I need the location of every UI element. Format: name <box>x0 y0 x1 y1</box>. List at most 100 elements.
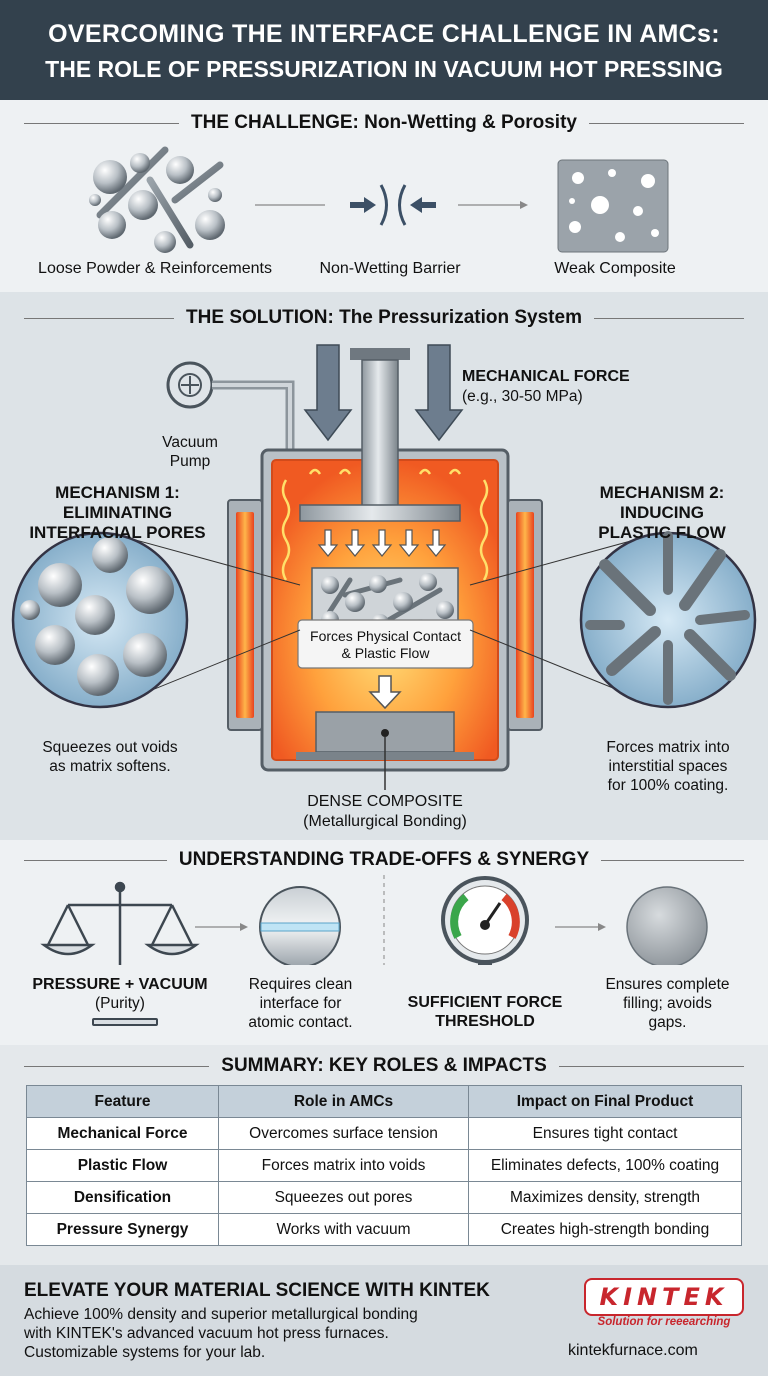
pressure-vacuum-label: PRESSURE + VACUUM (Purity) <box>20 975 220 1013</box>
table-header-row: Feature Role in AMCs Impact on Final Pro… <box>26 1085 742 1118</box>
table-cell: Densification <box>26 1181 219 1214</box>
table-cell: Works with vacuum <box>218 1213 469 1246</box>
center-box-label: Forces Physical Contact & Plastic Flow <box>298 628 473 662</box>
clean-interface-caption-1: Requires clean <box>248 976 353 993</box>
table-row: Pressure Synergy Works with vacuum Creat… <box>26 1213 742 1246</box>
page-title-line1: OVERCOMING THE INTERFACE CHALLENGE IN AM… <box>48 20 720 48</box>
complete-filling-caption: Ensures complete filling; avoids gaps. <box>585 975 750 1032</box>
table-row: Plastic Flow Forces matrix into voids El… <box>26 1149 742 1182</box>
table-row: Mechanical Force Overcomes surface tensi… <box>26 1117 742 1150</box>
force-threshold-label-1: SUFFICIENT FORCE <box>407 994 563 1011</box>
weak-composite-icon <box>557 159 669 253</box>
mechanism-1-title-2: ELIMINATING <box>62 503 173 522</box>
mechanism-2-caption-2: interstitial spaces <box>608 758 728 775</box>
table-header-cell: Impact on Final Product <box>468 1085 742 1118</box>
kintek-logo-text: KINTEK <box>599 1283 729 1311</box>
table-header-cell: Role in AMCs <box>218 1085 469 1118</box>
center-label-box <box>297 619 474 669</box>
loose-powder-icon <box>89 146 225 253</box>
challenge-section-title: THE CHALLENGE: Non-Wetting & Porosity <box>24 108 744 138</box>
vacuum-pump-label-2: Pump <box>169 453 211 470</box>
dense-composite-label-2: (Metallurgical Bonding) <box>303 813 467 830</box>
dense-grain-icon <box>626 886 708 965</box>
table-cell: Eliminates defects, 100% coating <box>468 1149 742 1182</box>
vacuum-pump-label-1: Vacuum <box>162 434 218 451</box>
mechanism-2-caption-1: Forces matrix into <box>606 739 730 756</box>
mechanism-2-title-2: INDUCING <box>619 503 705 522</box>
mechanism-2-title: MECHANISM 2: INDUCING PLASTIC FLOW <box>572 483 752 543</box>
complete-filling-caption-2: filling; avoids <box>623 995 712 1012</box>
mechanism-1-caption: Squeezes out voids as matrix softens. <box>20 738 200 776</box>
table-cell: Mechanical Force <box>26 1117 219 1150</box>
footer-title: ELEVATE YOUR MATERIAL SCIENCE WITH KINTE… <box>24 1280 490 1301</box>
table-cell: Creates high-strength bonding <box>468 1213 742 1246</box>
challenge-illustrations <box>89 146 669 253</box>
table-row: Densification Squeezes out pores Maximiz… <box>26 1181 742 1214</box>
footer-body: Achieve 100% density and superior metall… <box>24 1305 494 1362</box>
clean-interface-caption: Requires clean interface for atomic cont… <box>228 975 373 1032</box>
clean-interface-caption-2: interface for <box>259 995 342 1012</box>
pressure-vacuum-label-2: (Purity) <box>95 995 145 1012</box>
kintek-logo[interactable]: KINTEK <box>584 1278 744 1316</box>
vacuum-pump-label: Vacuum Pump <box>150 433 230 471</box>
furnace-diagram <box>11 344 757 790</box>
mechanism-1-caption-1: Squeezes out voids <box>42 739 178 756</box>
mechanism-2-title-3: PLASTIC FLOW <box>598 523 726 542</box>
mechanical-force-label: MECHANICAL FORCE <box>462 368 630 385</box>
mechanism-2-caption: Forces matrix into interstitial spaces f… <box>578 738 758 795</box>
mechanism-1-title-3: INTERFACIAL PORES <box>29 523 206 542</box>
footer-body-3: Customizable systems for your lab. <box>24 1344 266 1361</box>
force-threshold-label-2: THRESHOLD <box>435 1013 535 1030</box>
tradeoffs-section-title: UNDERSTANDING TRADE-OFFS & SYNERGY <box>24 845 744 875</box>
page-title-line2: THE ROLE OF PRESSURIZATION IN VACUUM HOT… <box>45 56 723 82</box>
mechanism-2-title-1: MECHANISM 2: <box>599 483 725 502</box>
pressure-gauge-icon <box>441 876 529 965</box>
mechanism-2-caption-3: for 100% coating. <box>607 777 729 794</box>
mechanism-1-title-1: MECHANISM 1: <box>55 483 180 502</box>
complete-filling-caption-3: gaps. <box>648 1014 687 1031</box>
table-cell: Squeezes out pores <box>218 1181 469 1214</box>
balance-scale-icon <box>40 881 200 965</box>
dense-composite-label-1: DENSE COMPOSITE <box>307 793 463 810</box>
challenge-caption-2: Non-Wetting Barrier <box>319 260 461 277</box>
force-arrow-icon <box>303 344 464 442</box>
table-cell: Forces matrix into voids <box>218 1149 469 1182</box>
footer-body-1: Achieve 100% density and superior metall… <box>24 1306 418 1323</box>
challenge-caption-1: Loose Powder & Reinforcements <box>38 260 272 277</box>
summary-section-title: SUMMARY: KEY ROLES & IMPACTS <box>24 1051 745 1081</box>
challenge-title: THE CHALLENGE: Non-Wetting & Porosity <box>191 112 577 133</box>
challenge-caption-3: Weak Composite <box>554 260 676 277</box>
scale-base <box>92 1018 158 1026</box>
table-cell: Ensures tight contact <box>468 1117 742 1150</box>
mechanism-1-caption-2: as matrix softens. <box>49 758 171 775</box>
complete-filling-caption-1: Ensures complete <box>605 976 730 993</box>
mechanism-2-magnifier-icon <box>579 531 757 709</box>
table-cell: Maximizes density, strength <box>468 1181 742 1214</box>
table-cell: Pressure Synergy <box>26 1213 219 1246</box>
mechanical-force-sub: (e.g., 30-50 MPa) <box>462 388 583 405</box>
dense-composite-label: DENSE COMPOSITE (Metallurgical Bonding) <box>260 792 510 832</box>
table-cell: Overcomes surface tension <box>218 1117 469 1150</box>
solution-title: THE SOLUTION: The Pressurization System <box>186 307 582 328</box>
center-box-label-2: & Plastic Flow <box>341 645 430 661</box>
tradeoffs-title: UNDERSTANDING TRADE-OFFS & SYNERGY <box>178 849 590 870</box>
mechanism-1-magnifier-icon <box>11 531 189 709</box>
table-header-cell: Feature <box>26 1085 219 1118</box>
clean-interface-icon <box>259 886 341 965</box>
tradeoffs-illustrations <box>40 875 708 965</box>
summary-title: SUMMARY: KEY ROLES & IMPACTS <box>221 1055 547 1076</box>
non-wetting-barrier-icon <box>350 184 436 226</box>
vacuum-pump-icon <box>166 361 295 450</box>
website-link[interactable]: kintekfurnace.com <box>568 1342 698 1359</box>
mechanism-1-title: MECHANISM 1: ELIMINATING INTERFACIAL POR… <box>20 483 215 543</box>
table-cell: Plastic Flow <box>26 1149 219 1182</box>
clean-interface-caption-3: atomic contact. <box>248 1014 353 1031</box>
footer-body-2: with KINTEK's advanced vacuum hot press … <box>24 1325 389 1342</box>
pressure-vacuum-label-1: PRESSURE + VACUUM <box>32 976 208 993</box>
kintek-tagline: Solution for reeearching <box>597 1316 731 1328</box>
center-box-label-1: Forces Physical Contact <box>310 628 461 644</box>
solution-section-title: THE SOLUTION: The Pressurization System <box>24 303 745 333</box>
header-banner: OVERCOMING THE INTERFACE CHALLENGE IN AM… <box>0 0 768 100</box>
force-threshold-label: SUFFICIENT FORCE THRESHOLD <box>400 993 570 1031</box>
summary-table: Feature Role in AMCs Impact on Final Pro… <box>26 1085 742 1246</box>
